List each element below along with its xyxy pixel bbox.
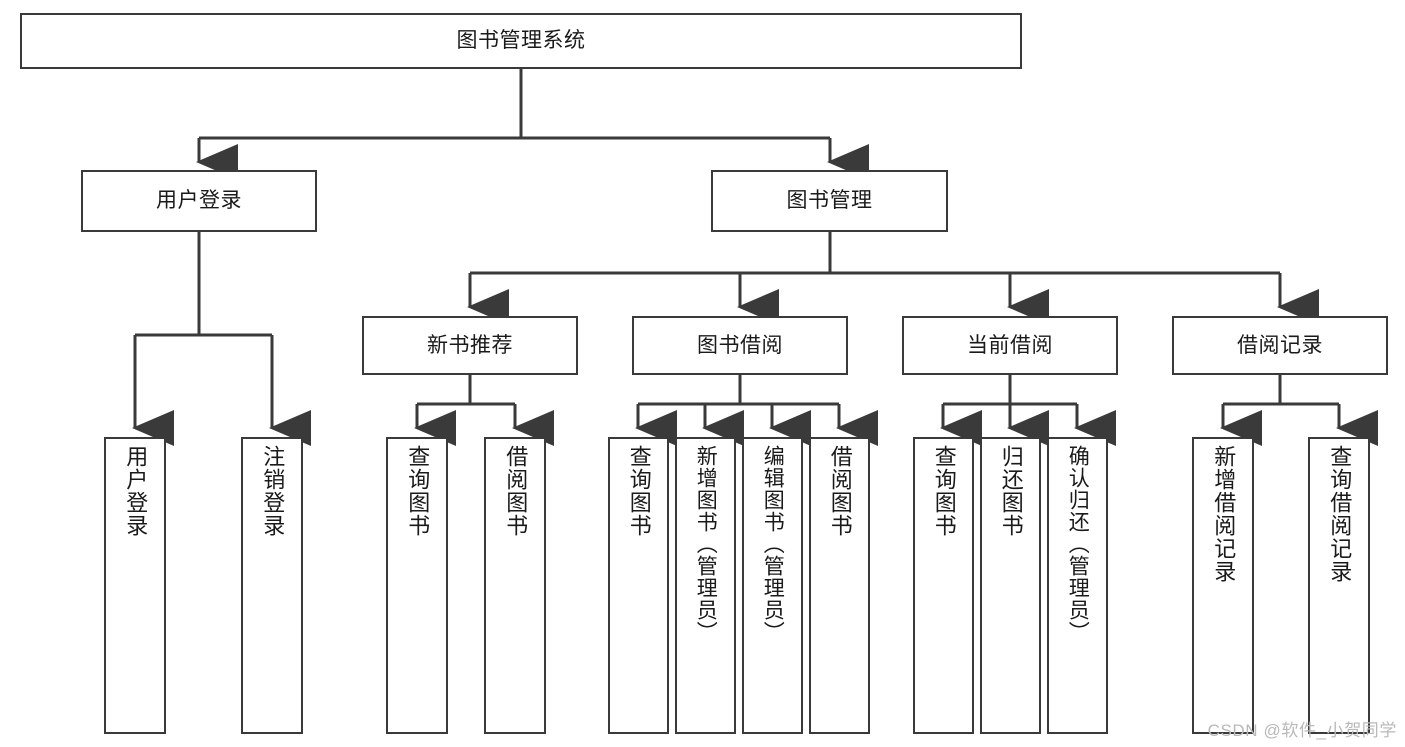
node-user-login-label: 用户登录 [156,189,242,213]
node-new-book-rec-label: 新书推荐 [427,333,513,357]
node-book-manage[interactable]: 图书管理 [711,170,948,232]
leaf-return-book[interactable]: 归还图书 [980,437,1041,734]
node-new-book-rec[interactable]: 新书推荐 [362,316,578,375]
leaf-add-record-label: 新增借阅记录 [1211,445,1237,583]
leaf-borrow-book-1-label: 借阅图书 [503,445,529,537]
node-current-borrow-label: 当前借阅 [967,333,1053,357]
leaf-borrow-book-2-label: 借阅图书 [827,445,853,537]
leaf-add-record[interactable]: 新增借阅记录 [1192,437,1254,734]
leaf-user-login[interactable]: 用户登录 [104,437,166,734]
node-book-borrow-label: 图书借阅 [697,333,783,357]
leaf-borrow-book-1[interactable]: 借阅图书 [484,437,546,734]
leaf-edit-book-label: 编辑图书（管理员） [761,445,785,643]
node-current-borrow[interactable]: 当前借阅 [902,316,1118,375]
leaf-logout[interactable]: 注销登录 [241,437,303,734]
leaf-query-book-1-label: 查询图书 [405,445,431,537]
node-borrow-record[interactable]: 借阅记录 [1172,316,1388,375]
node-root-label: 图书管理系统 [456,29,586,53]
node-user-login[interactable]: 用户登录 [81,170,317,232]
leaf-borrow-book-2[interactable]: 借阅图书 [809,437,870,734]
leaf-query-book-1[interactable]: 查询图书 [386,437,448,734]
leaf-query-book-3-label: 查询图书 [931,445,957,537]
leaf-logout-label: 注销登录 [260,445,286,537]
leaf-query-book-2-label: 查询图书 [626,445,652,537]
node-book-manage-label: 图书管理 [786,189,873,213]
leaf-user-login-label: 用户登录 [123,445,149,537]
leaf-query-record-label: 查询借阅记录 [1327,445,1353,583]
leaf-add-book[interactable]: 新增图书（管理员） [675,437,736,734]
node-root[interactable]: 图书管理系统 [20,13,1022,69]
leaf-confirm-return[interactable]: 确认归还（管理员） [1047,437,1108,734]
leaf-query-book-3[interactable]: 查询图书 [913,437,974,734]
leaf-return-book-label: 归还图书 [998,445,1024,537]
leaf-edit-book[interactable]: 编辑图书（管理员） [742,437,803,734]
node-borrow-record-label: 借阅记录 [1237,333,1323,357]
leaf-confirm-return-label: 确认归还（管理员） [1066,445,1090,643]
leaf-query-record[interactable]: 查询借阅记录 [1308,437,1370,734]
leaf-add-book-label: 新增图书（管理员） [694,445,718,643]
node-book-borrow[interactable]: 图书借阅 [632,316,848,375]
csdn-watermark: CSDN @软件_小贺同学 [1207,721,1397,740]
leaf-query-book-2[interactable]: 查询图书 [608,437,669,734]
